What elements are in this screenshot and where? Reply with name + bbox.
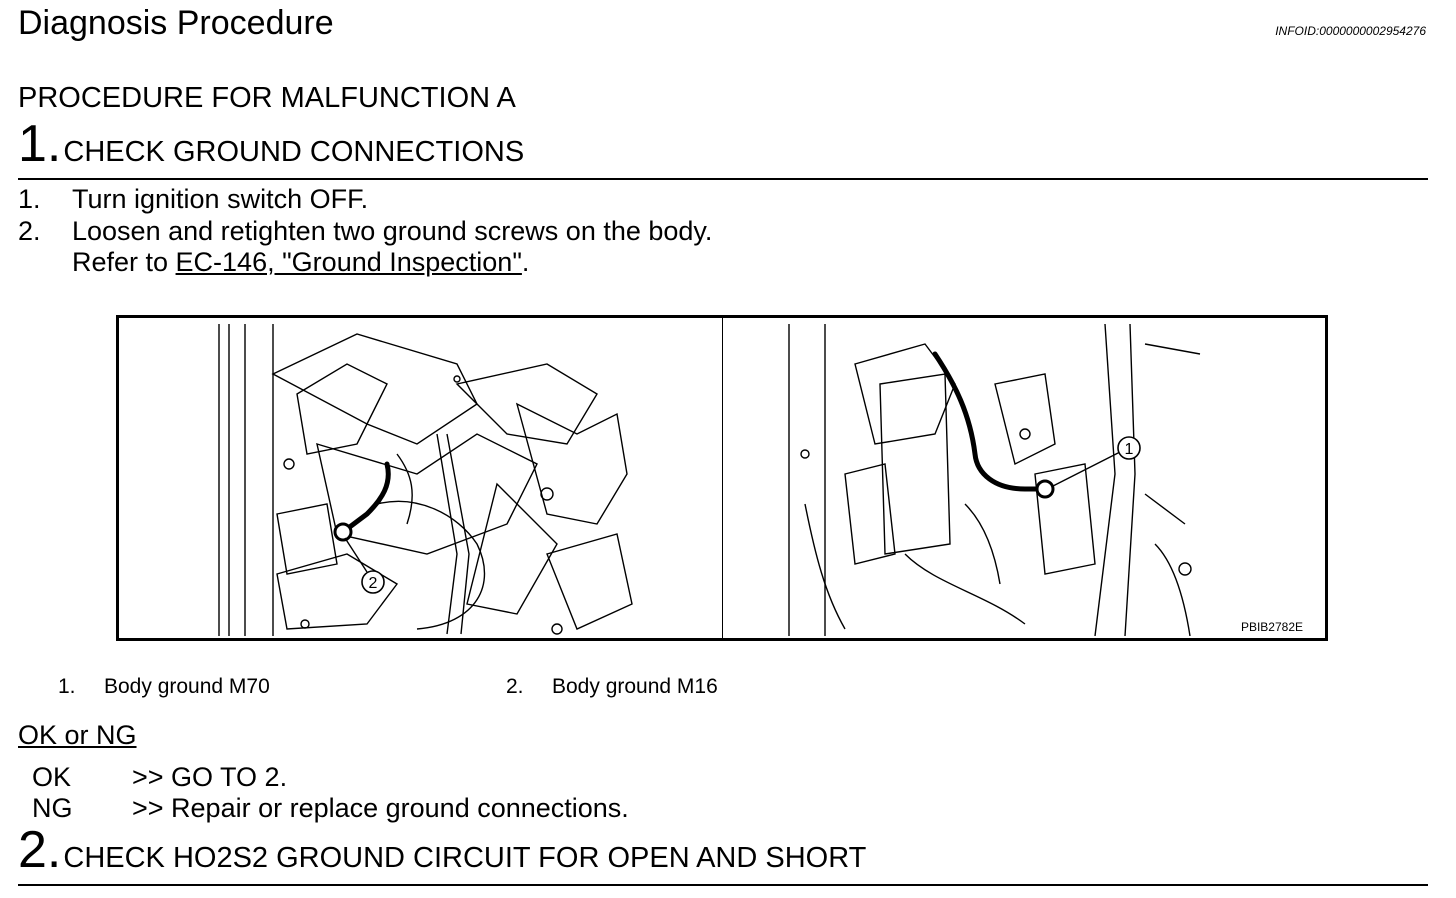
- figure-code: PBIB2782E: [1240, 620, 1303, 634]
- ok-action: >> GO TO 2.: [132, 762, 288, 792]
- list-item-text: Turn ignition switch OFF.: [72, 184, 369, 214]
- ng-result-row: NG >> Repair or replace ground connectio…: [32, 793, 629, 824]
- caption-text: Body ground M70: [104, 675, 270, 698]
- ground-location-figure: 2 1 PBIB: [116, 315, 1328, 641]
- step-2-number: 2.: [18, 821, 62, 879]
- step-1-number: 1.: [18, 115, 62, 173]
- step-2-title: CHECK HO2S2 GROUND CIRCUIT FOR OPEN AND …: [63, 842, 867, 874]
- step-1-title: CHECK GROUND CONNECTIONS: [63, 136, 525, 168]
- caption-number: 2.: [506, 675, 524, 698]
- ng-code: NG: [32, 793, 73, 823]
- ok-ng-heading: OK or NG: [18, 720, 137, 750]
- callout-2: 2: [369, 575, 378, 592]
- left-engine-illustration: 2: [218, 324, 633, 636]
- ground-inspection-link[interactable]: EC-146, "Ground Inspection": [175, 247, 522, 277]
- page-title: Diagnosis Procedure: [18, 4, 334, 42]
- reference-line: Refer to EC-146, "Ground Inspection" .: [72, 247, 529, 278]
- ok-code: OK: [32, 762, 72, 792]
- caption-number: 1.: [58, 675, 76, 698]
- step-2-heading: 2. CHECK HO2S2 GROUND CIRCUIT FOR OPEN A…: [18, 824, 866, 876]
- ok-result-row: OK >> GO TO 2.: [32, 762, 287, 793]
- step-1-heading: 1. CHECK GROUND CONNECTIONS: [18, 118, 524, 170]
- procedure-title: PROCEDURE FOR MALFUNCTION A: [18, 82, 516, 114]
- list-item: 2. Loosen and retighten two ground screw…: [18, 216, 712, 247]
- ng-action: >> Repair or replace ground connections.: [132, 793, 629, 823]
- list-item-text: Loosen and retighten two ground screws o…: [72, 216, 713, 246]
- right-engine-illustration: 1: [788, 324, 1201, 636]
- info-id: INFOID:0000000002954276: [1275, 24, 1426, 38]
- refer-suffix: .: [521, 247, 530, 277]
- figure-caption: 1. Body ground M70: [58, 675, 270, 699]
- callout-1: 1: [1125, 441, 1134, 458]
- figure-caption: 2. Body ground M16: [506, 675, 718, 699]
- list-item: 1. Turn ignition switch OFF.: [18, 184, 368, 215]
- list-item-number: 1.: [18, 184, 41, 214]
- caption-text: Body ground M16: [552, 675, 718, 698]
- list-item-number: 2.: [18, 216, 41, 246]
- step-2-rule: [18, 884, 1428, 886]
- refer-prefix: Refer to: [72, 247, 176, 277]
- figure-divider: [722, 318, 723, 638]
- step-1-rule: [18, 178, 1428, 180]
